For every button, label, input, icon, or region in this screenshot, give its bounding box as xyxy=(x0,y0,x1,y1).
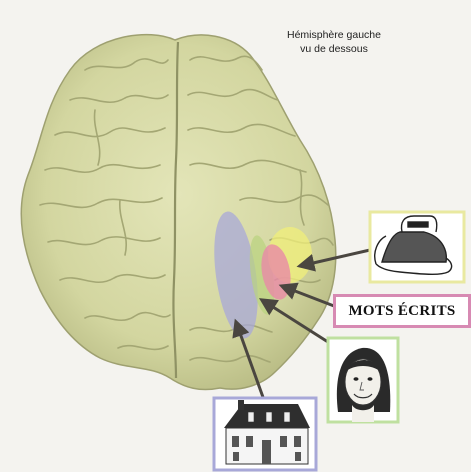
objects-frame xyxy=(370,212,464,282)
face-frame xyxy=(328,338,398,422)
title-line-2: vu de dessous xyxy=(254,42,414,56)
diagram-title: Hémisphère gauche vu de dessous xyxy=(254,28,414,56)
title-line-1: Hémisphère gauche xyxy=(254,28,414,42)
brain-shape xyxy=(21,35,335,390)
words-label: MOTS ÉCRITS xyxy=(333,294,471,328)
house-frame xyxy=(214,398,316,470)
